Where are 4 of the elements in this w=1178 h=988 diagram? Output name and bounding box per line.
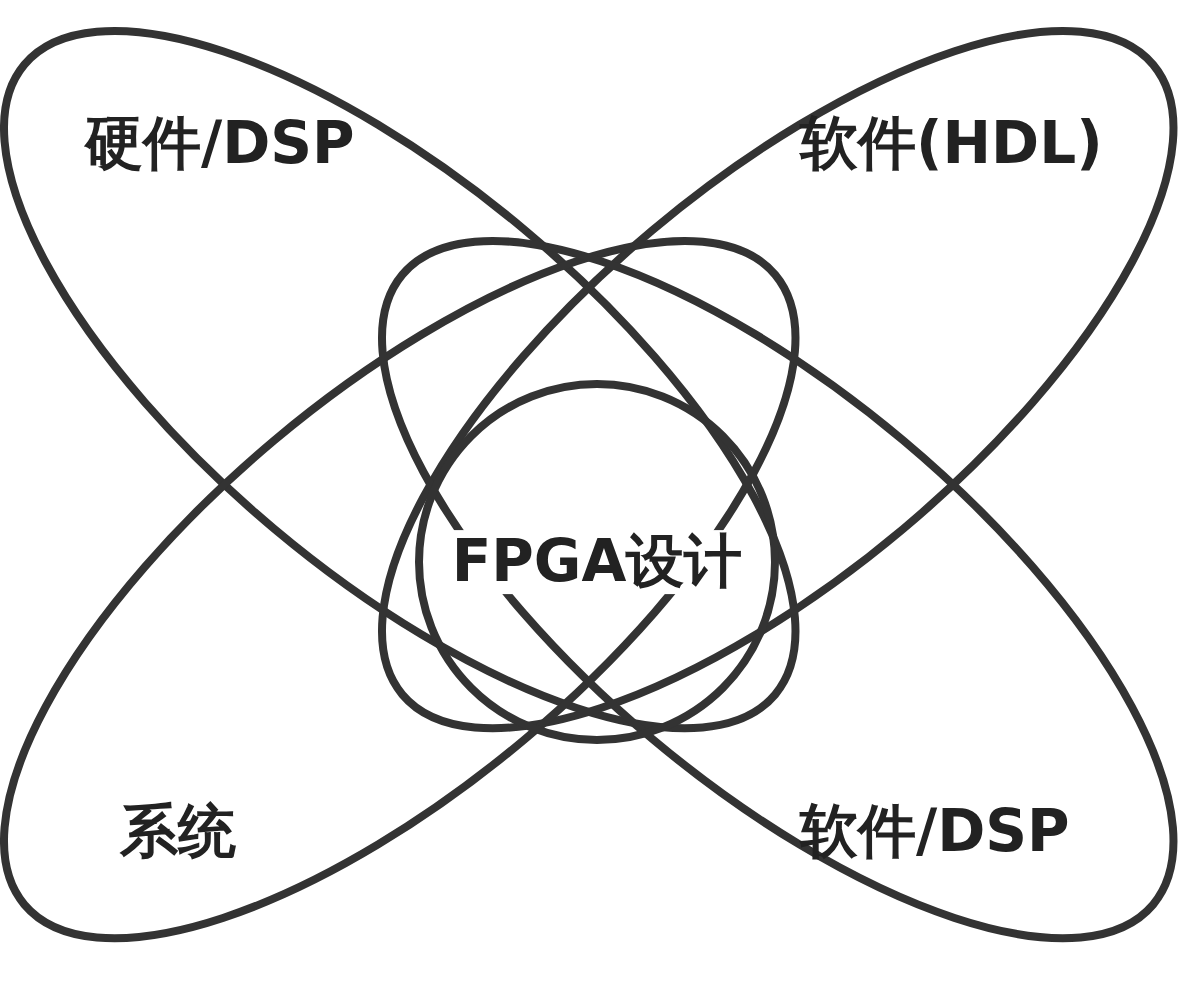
set-label: 系统 [120, 800, 236, 864]
set-label: 软件(HDL) [800, 112, 1103, 176]
set-label: 硬件/DSP [85, 112, 355, 176]
set-label: 软件/DSP [800, 800, 1070, 864]
